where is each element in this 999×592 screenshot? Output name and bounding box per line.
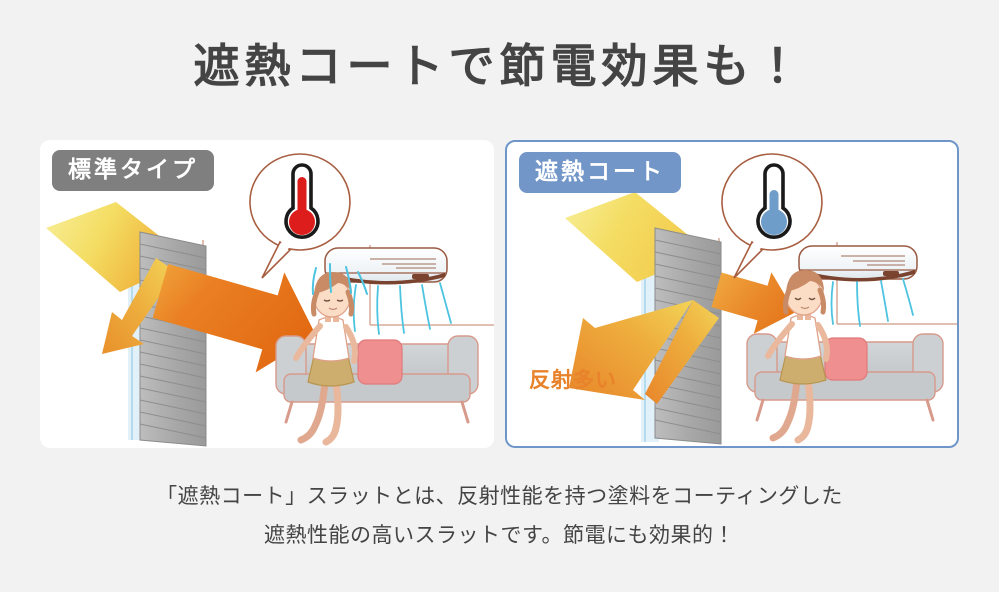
thermometer-callout-coat	[712, 150, 832, 285]
caption-line-2: 遮熱性能の高いスラットです。節電にも効果的！	[264, 523, 735, 547]
blue-thermometer	[756, 163, 792, 239]
sweat-drops	[311, 263, 368, 295]
page-title: 遮熱コートで節電効果も！	[193, 40, 806, 92]
seated-woman	[765, 270, 830, 444]
air-conditioner	[324, 247, 448, 285]
illustration-coat	[507, 142, 957, 446]
illustration-standard	[40, 140, 494, 448]
sofa-cushion	[824, 337, 868, 381]
panel-standard: 標準タイプ	[40, 140, 494, 448]
heat-transmitted-arrow	[152, 263, 317, 373]
standard-slat-blind	[139, 231, 207, 447]
air-conditioner	[798, 245, 918, 282]
panel-badge-coat: 遮熱コート	[519, 152, 681, 194]
panel-badge-standard: 標準タイプ	[52, 150, 214, 192]
sofa	[275, 335, 479, 424]
seated-woman	[293, 263, 368, 446]
reflect-label: 反射多い	[529, 369, 617, 392]
heat-reflected-arrow	[569, 300, 719, 404]
heat-transmitted-arrow	[711, 272, 796, 334]
panel-coat: 遮熱コート 反射多い	[505, 140, 959, 448]
heat-reflected-arrow	[102, 258, 176, 354]
red-thermometer	[284, 163, 320, 239]
sofa-cushion	[357, 339, 403, 385]
thermometer-callout-standard	[240, 150, 360, 285]
caption: 「遮熱コート」スラットとは、反射性能を持つ塗料をコーティングした 遮熱性能の高い…	[0, 478, 999, 556]
caption-line-1: 「遮熱コート」スラットとは、反射性能を持つ塗料をコーティングした	[156, 485, 843, 508]
